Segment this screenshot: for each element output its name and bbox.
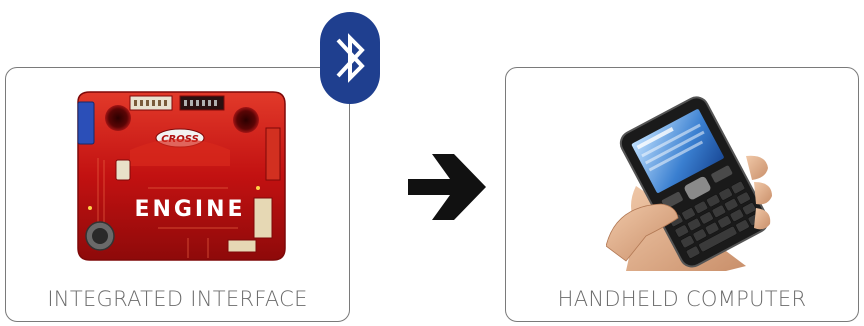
handheld-computer-panel: HANDHELD COMPUTER [505, 67, 859, 322]
engine-device-image: CROSS ENGINE [68, 88, 293, 266]
handheld-computer-image [606, 86, 776, 271]
engine-device-label: ENGINE [134, 197, 245, 222]
arrow-right-icon [408, 152, 488, 222]
handheld-computer-caption: HANDHELD COMPUTER [506, 287, 858, 311]
integrated-interface-caption: INTEGRATED INTERFACE [6, 287, 349, 311]
integrated-interface-panel: CROSS ENGINE INTEGRATED INTERFACE [5, 67, 350, 322]
bluetooth-icon [318, 10, 382, 106]
